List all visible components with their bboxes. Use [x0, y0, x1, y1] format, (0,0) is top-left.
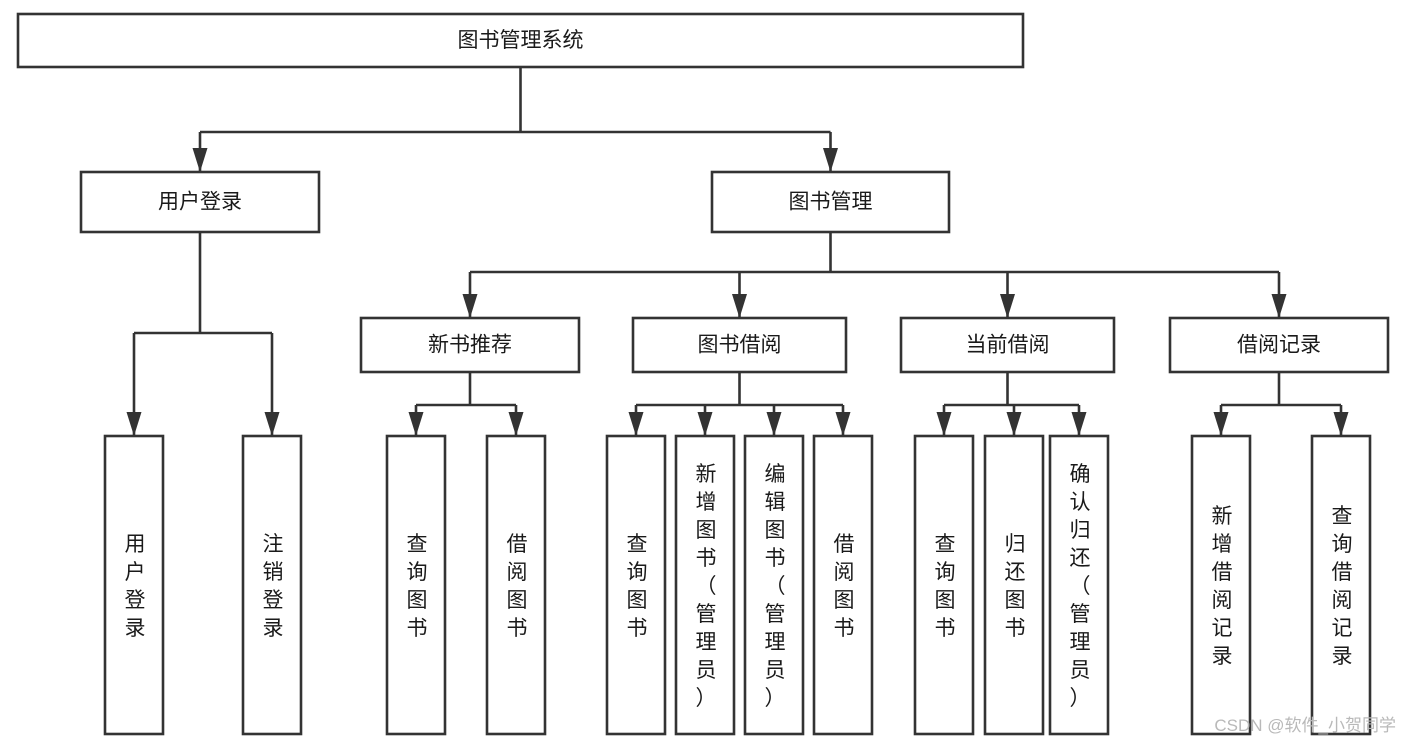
node-label-leaf-return-book: 归还图书	[1005, 533, 1026, 640]
node-box-leaf-query-book-current[interactable]	[913, 434, 975, 736]
node-box-login[interactable]	[79, 170, 321, 234]
node-box-leaf-add-book[interactable]	[674, 434, 736, 736]
node-borrow[interactable]: 图书借阅	[631, 316, 848, 374]
node-leaf-add-record[interactable]: 新增借阅记录	[1190, 434, 1252, 736]
arrow-head-icon-leaf-query-record	[1333, 412, 1349, 436]
arrow-head-icon-leaf-add-record	[1213, 412, 1229, 436]
node-leaf-add-book[interactable]: 新增图书（管理员）	[674, 434, 736, 736]
node-label-leaf-query-record: 查询借阅记录	[1332, 505, 1353, 668]
arrow-head-icon-leaf-user-login	[126, 412, 142, 436]
node-box-root[interactable]	[16, 12, 1025, 69]
node-leaf-query-record[interactable]: 查询借阅记录	[1310, 434, 1372, 736]
node-box-leaf-add-record[interactable]	[1190, 434, 1252, 736]
node-box-newbook[interactable]	[359, 316, 581, 374]
arrow-head-icon-bookmgmt	[823, 148, 838, 172]
arrow-head-icon-leaf-return-book	[1006, 412, 1022, 436]
node-box-leaf-confirm-return[interactable]	[1048, 434, 1110, 736]
arrow-head-icon-leaf-query-book-borrow	[628, 412, 644, 436]
arrow-head-icon-borrow	[732, 294, 747, 318]
arrow-head-icon-record	[1271, 294, 1287, 318]
node-box-leaf-query-book-new[interactable]	[385, 434, 447, 736]
node-box-leaf-user-login[interactable]	[103, 434, 165, 736]
node-label-bookmgmt: 图书管理	[789, 191, 873, 214]
node-leaf-confirm-return[interactable]: 确认归还（管理员）	[1048, 434, 1110, 736]
node-label-leaf-add-book: 新增图书（管理员）	[696, 463, 717, 710]
node-label-leaf-borrow-book-new: 借阅图书	[507, 533, 528, 640]
node-label-borrow: 图书借阅	[698, 334, 782, 357]
node-login[interactable]: 用户登录	[79, 170, 321, 234]
node-box-leaf-edit-book[interactable]	[743, 434, 805, 736]
node-leaf-query-book-current[interactable]: 查询图书	[913, 434, 975, 736]
arrow-head-icon-leaf-query-book-new	[408, 412, 424, 436]
node-label-leaf-add-record: 新增借阅记录	[1212, 505, 1233, 668]
node-leaf-query-book-borrow[interactable]: 查询图书	[605, 434, 667, 736]
arrow-head-icon-current	[1000, 294, 1015, 318]
node-box-borrow[interactable]	[631, 316, 848, 374]
node-label-leaf-confirm-return: 确认归还（管理员）	[1070, 463, 1091, 710]
node-record[interactable]: 借阅记录	[1168, 316, 1390, 374]
arrow-head-icon-leaf-logout	[264, 412, 280, 436]
node-box-leaf-return-book[interactable]	[983, 434, 1045, 736]
arrow-head-icon-leaf-edit-book	[766, 412, 782, 436]
arrow-head-icon-leaf-add-book	[697, 412, 713, 436]
connectors-layer	[126, 67, 1349, 436]
node-label-leaf-logout: 注销登录	[263, 533, 284, 640]
node-box-leaf-borrow-book-new[interactable]	[485, 434, 547, 736]
node-leaf-user-login[interactable]: 用户登录	[103, 434, 165, 736]
node-leaf-edit-book[interactable]: 编辑图书（管理员）	[743, 434, 805, 736]
node-leaf-return-book[interactable]: 归还图书	[983, 434, 1045, 736]
node-box-leaf-borrow-book[interactable]	[812, 434, 874, 736]
node-label-leaf-borrow-book: 借阅图书	[834, 533, 855, 640]
node-box-bookmgmt[interactable]	[710, 170, 951, 234]
node-label-root: 图书管理系统	[458, 29, 584, 52]
node-leaf-borrow-book-new[interactable]: 借阅图书	[485, 434, 547, 736]
node-box-current[interactable]	[899, 316, 1116, 374]
arrow-head-icon-leaf-borrow-book-new	[508, 412, 524, 436]
node-leaf-query-book-new[interactable]: 查询图书	[385, 434, 447, 736]
node-box-leaf-query-record[interactable]	[1310, 434, 1372, 736]
node-label-leaf-query-book-borrow: 查询图书	[627, 533, 648, 640]
node-root[interactable]: 图书管理系统	[16, 12, 1025, 69]
arrow-head-icon-leaf-confirm-return	[1071, 412, 1087, 436]
node-label-newbook: 新书推荐	[428, 334, 512, 357]
node-label-leaf-user-login: 用户登录	[125, 533, 146, 640]
node-leaf-logout[interactable]: 注销登录	[241, 434, 303, 736]
node-box-leaf-query-book-borrow[interactable]	[605, 434, 667, 736]
arrow-head-icon-leaf-query-book-current	[936, 412, 952, 436]
csdn-watermark: CSDN @软件_小贺同学	[1214, 716, 1396, 735]
arrow-head-icon-login	[192, 148, 208, 172]
node-current[interactable]: 当前借阅	[899, 316, 1116, 374]
node-label-leaf-query-book-new: 查询图书	[407, 533, 428, 640]
node-bookmgmt[interactable]: 图书管理	[710, 170, 951, 234]
arrow-head-icon-newbook	[462, 294, 478, 318]
node-leaf-borrow-book[interactable]: 借阅图书	[812, 434, 874, 736]
node-label-record: 借阅记录	[1237, 334, 1321, 357]
node-newbook[interactable]: 新书推荐	[359, 316, 581, 374]
node-label-leaf-edit-book: 编辑图书（管理员）	[765, 463, 786, 710]
arrow-head-icon-leaf-borrow-book	[835, 412, 851, 436]
nodes-layer: 图书管理系统用户登录图书管理新书推荐图书借阅当前借阅借阅记录用户登录注销登录查询…	[16, 12, 1390, 736]
node-label-current: 当前借阅	[966, 334, 1050, 357]
node-box-leaf-logout[interactable]	[241, 434, 303, 736]
node-box-record[interactable]	[1168, 316, 1390, 374]
node-label-login: 用户登录	[158, 191, 242, 214]
node-label-leaf-query-book-current: 查询图书	[935, 533, 956, 640]
